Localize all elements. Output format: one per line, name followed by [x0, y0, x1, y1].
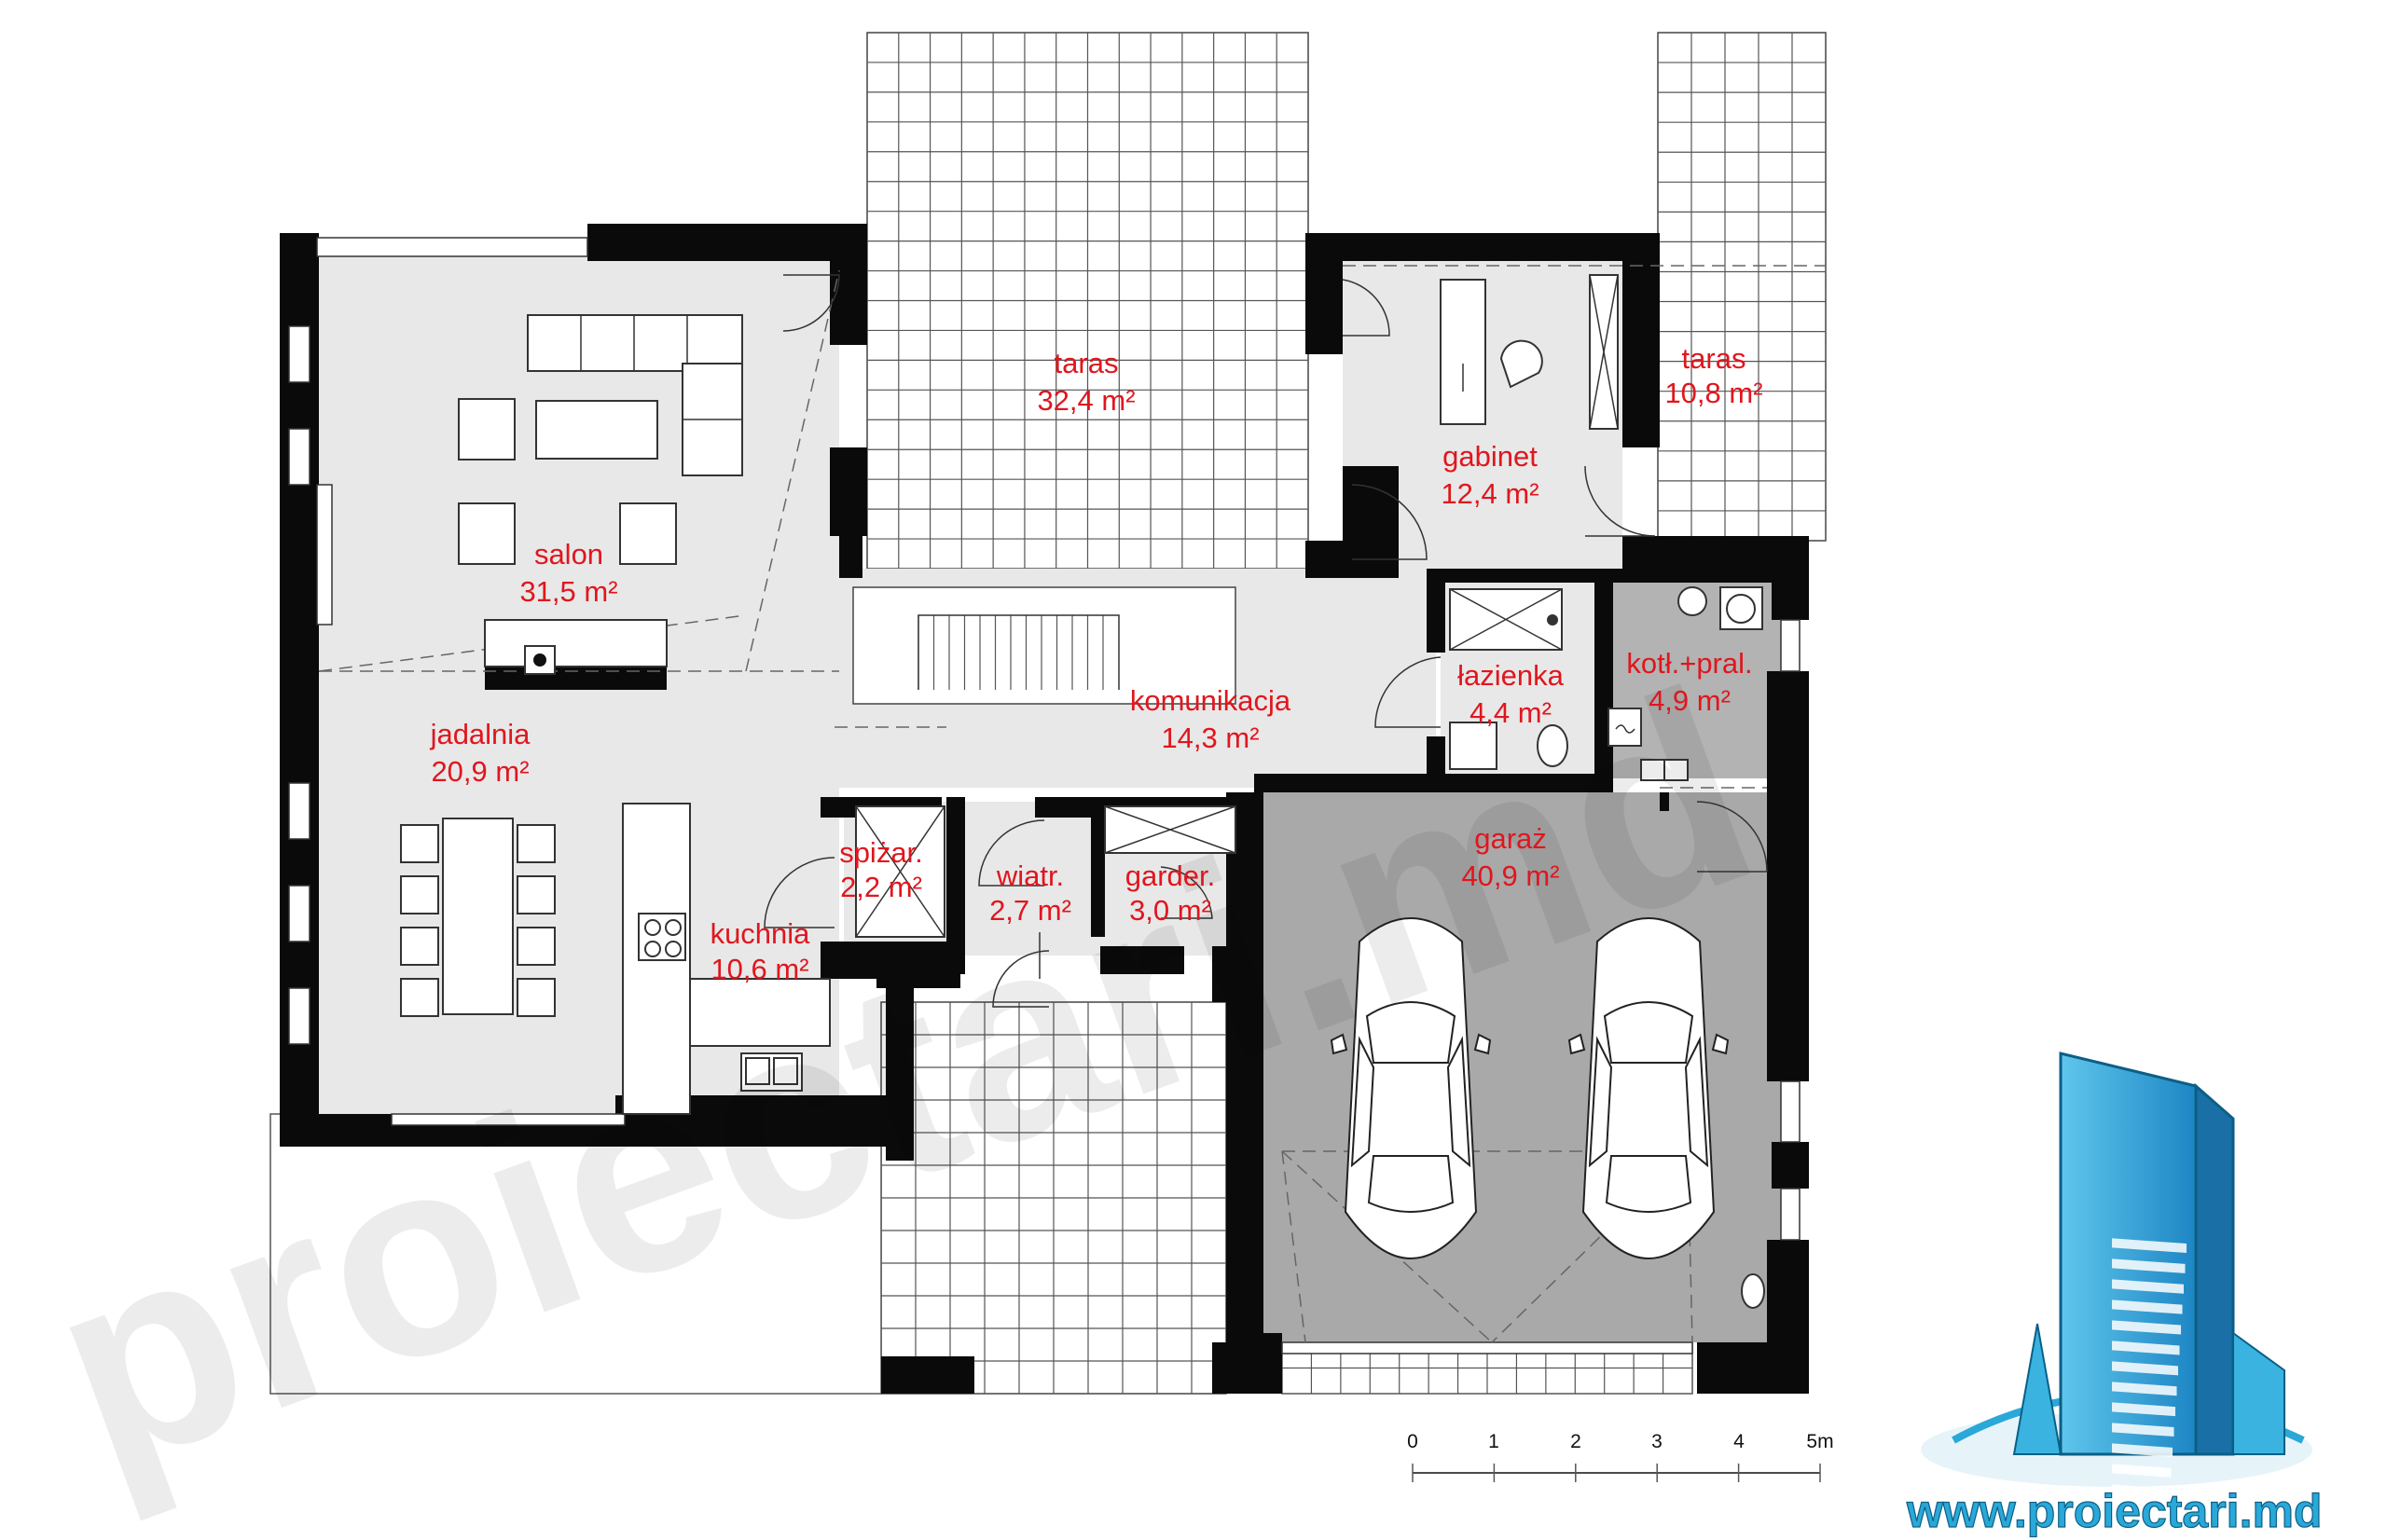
label-spizarnia-name: spiżar.: [839, 836, 923, 869]
label-komunikacja-area: 14,3 m²: [1161, 722, 1259, 754]
scale-label-1: 1: [1488, 1431, 1499, 1452]
label-wiatrolap-name: wiatr.: [996, 859, 1064, 892]
label-jadalnia-name: jadalnia: [430, 718, 531, 750]
label-salon-area: 31,5 m²: [519, 575, 617, 608]
label-garaz-name: garaż: [1474, 822, 1547, 855]
scale-label-4: 4: [1733, 1431, 1745, 1452]
label-taras-large-area: 32,4 m²: [1037, 384, 1135, 417]
label-taras-small-area: 10,8 m²: [1664, 377, 1762, 409]
label-kotlownia-name: kotł.+pral.: [1626, 647, 1752, 680]
label-wiatrolap-area: 2,7 m²: [989, 894, 1071, 927]
site-url: www.proiectari.md: [1906, 1485, 2322, 1537]
label-kuchnia-name: kuchnia: [711, 917, 811, 950]
label-spizarnia-area: 2,2 m²: [840, 871, 922, 903]
room-labels: salon 31,5 m² taras 32,4 m² gabinet 12,4…: [430, 342, 1763, 985]
label-taras-small-name: taras: [1682, 342, 1746, 375]
label-taras-large-name: taras: [1055, 347, 1119, 379]
label-kotlownia-area: 4,9 m²: [1649, 684, 1731, 717]
label-lazienka-name: łazienka: [1457, 659, 1564, 692]
label-kuchnia-area: 10,6 m²: [711, 953, 808, 985]
label-lazienka-area: 4,4 m²: [1469, 696, 1552, 729]
label-garaz-area: 40,9 m²: [1461, 859, 1559, 892]
scale-label-2: 2: [1570, 1431, 1581, 1452]
doors: [764, 274, 1768, 1008]
label-salon-name: salon: [534, 538, 603, 571]
label-jadalnia-area: 20,9 m²: [431, 755, 529, 788]
furniture: [400, 274, 1765, 1309]
scale-bar: 0 1 2 3 4 5m: [1407, 1431, 1834, 1482]
front-paving: [269, 1113, 882, 1395]
scale-label-0: 0: [1407, 1431, 1418, 1452]
entrance-terrace: [880, 1001, 1227, 1395]
car-right: [1567, 917, 1730, 1259]
staircase: [852, 586, 1236, 705]
terrace-top-left: [866, 32, 1309, 570]
windows: [288, 237, 1801, 1354]
label-komunikacja-name: komunikacja: [1130, 684, 1291, 717]
label-garderoba-area: 3,0 m²: [1129, 894, 1211, 927]
car-left: [1330, 917, 1492, 1259]
label-garderoba-name: garder.: [1125, 859, 1216, 892]
label-gabinet-area: 12,4 m²: [1441, 477, 1538, 510]
terrace-top-right: [1657, 32, 1827, 542]
scale-label-3: 3: [1651, 1431, 1663, 1452]
company-logo: [1921, 1052, 2312, 1539]
label-gabinet-name: gabinet: [1442, 440, 1538, 473]
scale-label-5m: 5m: [1806, 1431, 1833, 1452]
